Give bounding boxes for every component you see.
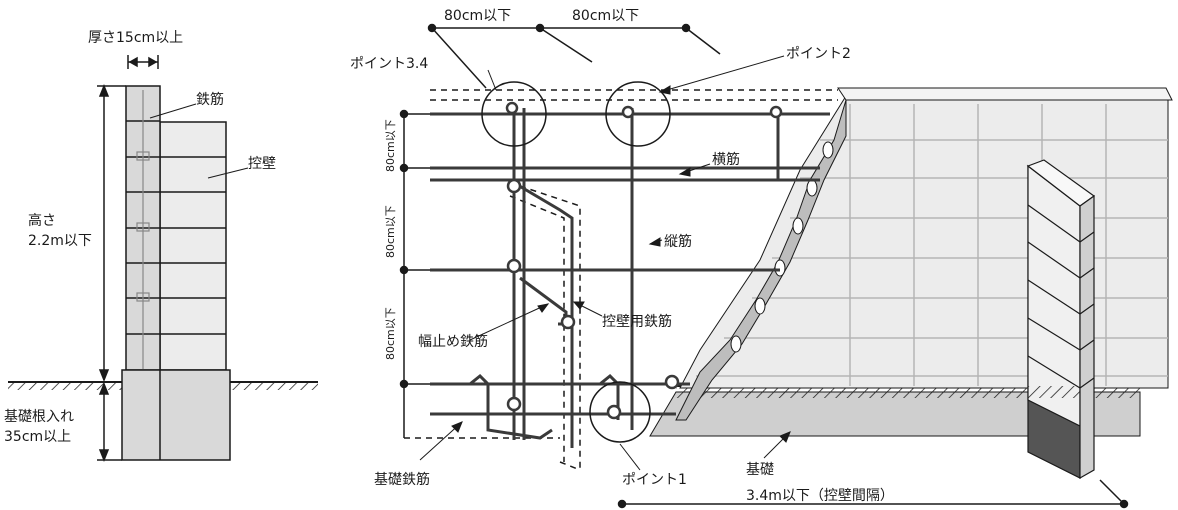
foundation-label: 基礎 <box>746 461 774 478</box>
rebar-label: 鉄筋 <box>196 91 224 108</box>
vertical-spacing-1: 80cm以下 <box>384 119 397 172</box>
width-stop-rebar-label: 幅止め鉄筋 <box>418 333 488 350</box>
rebar-hooks <box>505 101 783 420</box>
point-1-label: ポイント1 <box>622 472 687 488</box>
buttress-rebar-label: 控壁用鉄筋 <box>602 313 672 330</box>
foundation-depth-dimension <box>97 381 122 463</box>
point-circles <box>481 81 671 443</box>
point-34-label: ポイント3.4 <box>350 56 428 72</box>
top-spacing-dimension <box>427 23 721 89</box>
point-2-circle <box>605 81 671 147</box>
point-1-circle <box>589 381 651 443</box>
spacing-top-1: 80cm以下 <box>444 8 511 24</box>
wall-cut-edge <box>675 99 847 421</box>
left-spacing-dimension <box>399 109 430 438</box>
point-2-label: ポイント2 <box>786 46 851 62</box>
buttress-label: 控壁 <box>248 156 276 172</box>
buttress-spacing-label: 3.4m以下（控壁間隔） <box>746 488 894 504</box>
horizontal-rebar-label: 横筋 <box>712 151 740 168</box>
height-label-2: 2.2m以下 <box>28 233 92 249</box>
buttress-rebar <box>469 182 620 448</box>
leader-lines <box>419 55 791 471</box>
block-wall <box>679 87 1173 389</box>
foundation-label-1: 基礎根入れ <box>4 408 74 425</box>
rebar-leader <box>149 103 197 119</box>
buttress-leader <box>207 167 249 179</box>
height-dimension <box>97 83 126 383</box>
left-wall-section: 厚さ15cm以上 鉄筋 控壁 高さ 2.2m以下 基礎根入れ 35cm以上 <box>4 30 318 463</box>
vertical-rebars <box>512 108 780 440</box>
foundation-label-2: 35cm以上 <box>4 429 71 445</box>
foundation-rebar-label: 基礎鉄筋 <box>374 471 430 488</box>
vertical-spacing-3: 80cm以下 <box>384 307 397 360</box>
ground-hatch-left <box>8 381 318 390</box>
point-34-circle <box>481 81 547 147</box>
vertical-spacing-2: 80cm以下 <box>384 205 397 258</box>
vertical-rebar-label: 縦筋 <box>664 233 692 250</box>
left-foundation <box>121 369 231 461</box>
buttress-column <box>1026 159 1096 480</box>
right-wall-perspective: 80cm以下 80cm以下 ポイント3.4 ポイント2 ポイント1 横筋 縦筋 … <box>350 8 1173 509</box>
dashed-outlines <box>404 89 838 471</box>
buttress-blocks <box>159 121 227 371</box>
height-label-1: 高さ <box>28 212 56 229</box>
spacing-top-2: 80cm以下 <box>572 8 639 24</box>
thickness-arrow <box>127 55 159 69</box>
thickness-label: 厚さ15cm以上 <box>88 30 183 46</box>
bottom-spacing-dimension <box>617 479 1129 509</box>
